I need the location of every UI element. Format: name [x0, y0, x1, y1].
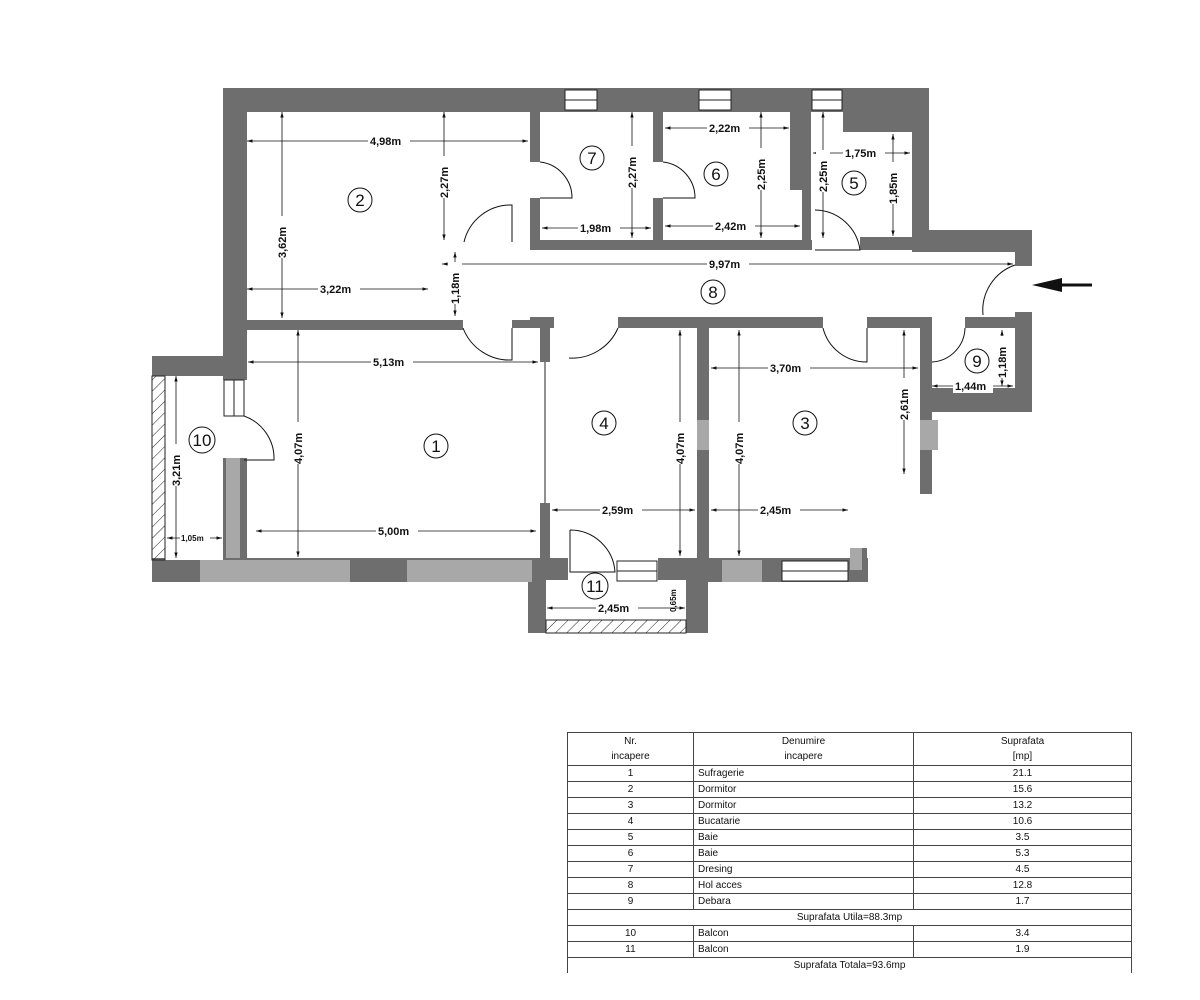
dim-label: 4,07m: [293, 433, 305, 464]
room-labels: [188, 145, 990, 600]
dim-label: 2,25m: [756, 159, 768, 190]
dim-label: 2,45m: [760, 505, 791, 517]
total-row: Suprafata Totala=93.6mp: [567, 957, 1132, 973]
dim-label: 1,05m: [181, 534, 204, 543]
dim-label: 3,21m: [171, 455, 183, 486]
windows: [223, 89, 849, 582]
header-nr: Nr.incapere: [567, 732, 694, 766]
dim-label: 5,13m: [373, 357, 404, 369]
room-number-8: 8: [708, 283, 717, 302]
dim-label: 2,59m: [602, 505, 633, 517]
room-number-5: 5: [849, 174, 858, 193]
room-number-11: 11: [586, 577, 604, 596]
dim-label: 0,65m: [669, 589, 678, 612]
dim-label: 4,98m: [370, 136, 401, 148]
room-number-7: 7: [587, 149, 596, 168]
dim-label: 4,07m: [675, 433, 687, 464]
dim-label: 3,70m: [770, 363, 801, 375]
dim-label: 2,27m: [439, 167, 451, 198]
balcony-railing: [151, 375, 166, 561]
room-number-2: 2: [355, 191, 364, 210]
dim-label: 2,25m: [818, 161, 830, 192]
dim-label: 2,42m: [715, 221, 746, 233]
subtotal-row: Suprafata Utila=88.3mp: [567, 909, 1132, 926]
dim-label: 1,98m: [580, 223, 611, 235]
header-area: Suprafata[mp]: [913, 732, 1132, 766]
room-number-3: 3: [800, 414, 809, 433]
dim-label: 1,75m: [845, 148, 876, 160]
dim-label: 2,22m: [709, 123, 740, 135]
dim-label: 3,62m: [277, 227, 289, 258]
dim-label: 5,00m: [378, 526, 409, 538]
room-number-9: 9: [972, 352, 981, 371]
arrow-left-icon: [1032, 278, 1092, 292]
dim-label: 1,85m: [888, 173, 900, 204]
room-number-1: 1: [431, 437, 440, 456]
dim-label: 9,97m: [709, 259, 740, 271]
room-number-6: 6: [711, 165, 720, 184]
dim-label: 3,22m: [320, 284, 351, 296]
floor-plan: 4,98m 2,27m 3,62m 3,22m 1,18m 2,27m 1,98…: [151, 88, 1092, 634]
dim-label: 1,44m: [955, 381, 986, 393]
dim-label: 1,18m: [997, 347, 1009, 378]
dim-label: 2,45m: [598, 603, 629, 615]
doors: [243, 161, 1016, 573]
dimension-labels: 4,98m 2,27m 3,62m 3,22m 1,18m 2,27m 1,98…: [169, 121, 1009, 615]
dim-label: 1,18m: [450, 273, 462, 304]
dim-label: 2,61m: [899, 389, 911, 420]
dim-label: 4,07m: [734, 433, 746, 464]
balcony-railing: [545, 619, 687, 634]
dim-label: 2,27m: [627, 157, 639, 188]
room-number-10: 10: [193, 431, 212, 450]
room-number-4: 4: [599, 414, 608, 433]
